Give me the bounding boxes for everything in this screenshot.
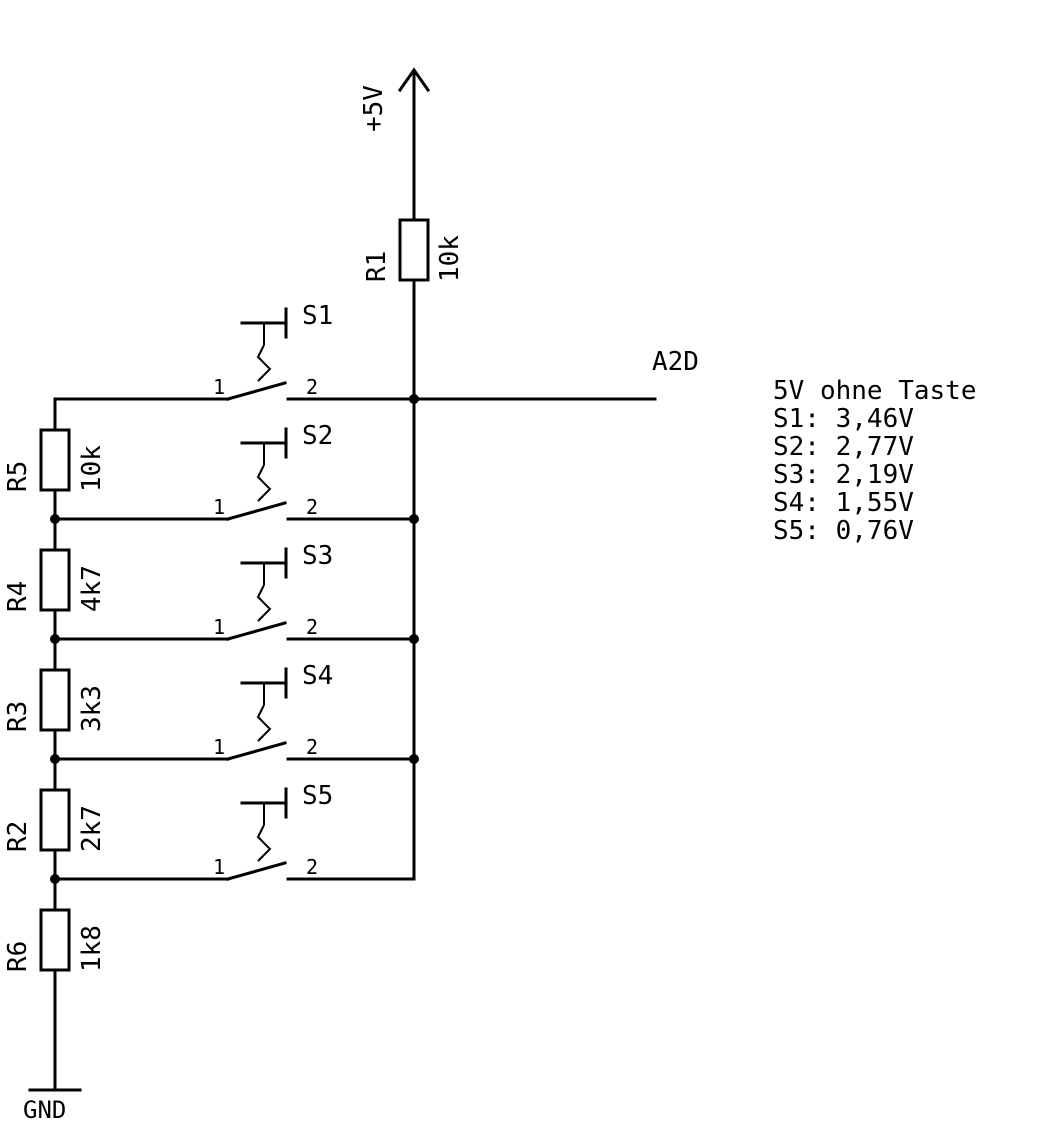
resistor-r3 — [39, 668, 71, 732]
switch-s5-label: S5 — [302, 781, 333, 811]
resistor-r6 — [39, 908, 71, 972]
resistor-r1 — [398, 218, 430, 282]
resistor-r5 — [39, 428, 71, 492]
resistor-r2-id: R2 — [3, 821, 33, 852]
ground-label: GND — [23, 1096, 66, 1124]
output-label: A2D — [652, 347, 699, 377]
switch-s3-label: S3 — [302, 541, 333, 571]
supply-label: +5V — [359, 85, 389, 132]
resistor-r5-id: R5 — [3, 461, 33, 492]
note-line: S4: 1,55V — [773, 488, 914, 518]
note-line: S2: 2,77V — [773, 432, 914, 462]
note-line: 5V ohne Taste — [773, 376, 977, 406]
resistor-r2-value: 2k7 — [77, 805, 107, 852]
switch-s3 — [53, 547, 416, 641]
resistor-r2 — [39, 788, 71, 852]
switch-s2 — [53, 427, 416, 521]
junction-dots — [50, 394, 419, 884]
switch-s1-pin1: 1 — [213, 375, 225, 399]
switch-s1-pin2: 2 — [306, 375, 318, 399]
resistor-r3-value: 3k3 — [77, 685, 107, 732]
switch-s4 — [53, 667, 416, 761]
switch-s3-pin1: 1 — [213, 615, 225, 639]
switch-s5-pin1: 1 — [213, 855, 225, 879]
resistor-r4-id: R4 — [3, 581, 33, 612]
switch-s4-pin2: 2 — [306, 735, 318, 759]
switch-s1 — [53, 307, 416, 401]
switch-s2-pin1: 1 — [213, 495, 225, 519]
resistor-r1-value: 10k — [435, 235, 465, 282]
switch-s3-pin2: 2 — [306, 615, 318, 639]
switch-s2-pin2: 2 — [306, 495, 318, 519]
switch-s4-label: S4 — [302, 661, 333, 691]
switch-s5 — [53, 787, 416, 881]
resistor-r5-value: 10k — [77, 445, 107, 492]
supply-arrow — [397, 67, 431, 222]
note-line: S1: 3,46V — [773, 404, 914, 434]
switch-s4-pin1: 1 — [213, 735, 225, 759]
resistor-r4-value: 4k7 — [77, 565, 107, 612]
resistor-r6-id: R6 — [3, 941, 33, 972]
resistor-r6-value: 1k8 — [77, 925, 107, 972]
note-line: S5: 0,76V — [773, 516, 914, 546]
switch-s2-label: S2 — [302, 421, 333, 451]
resistor-r3-id: R3 — [3, 701, 33, 732]
voltage-notes: 5V ohne Taste S1: 3,46V S2: 2,77V S3: 2,… — [773, 376, 977, 546]
note-line: S3: 2,19V — [773, 460, 914, 490]
resistor-r1-id: R1 — [362, 251, 392, 282]
resistor-r4 — [39, 548, 71, 612]
switch-s5-pin2: 2 — [306, 855, 318, 879]
switch-s1-label: S1 — [302, 301, 333, 331]
